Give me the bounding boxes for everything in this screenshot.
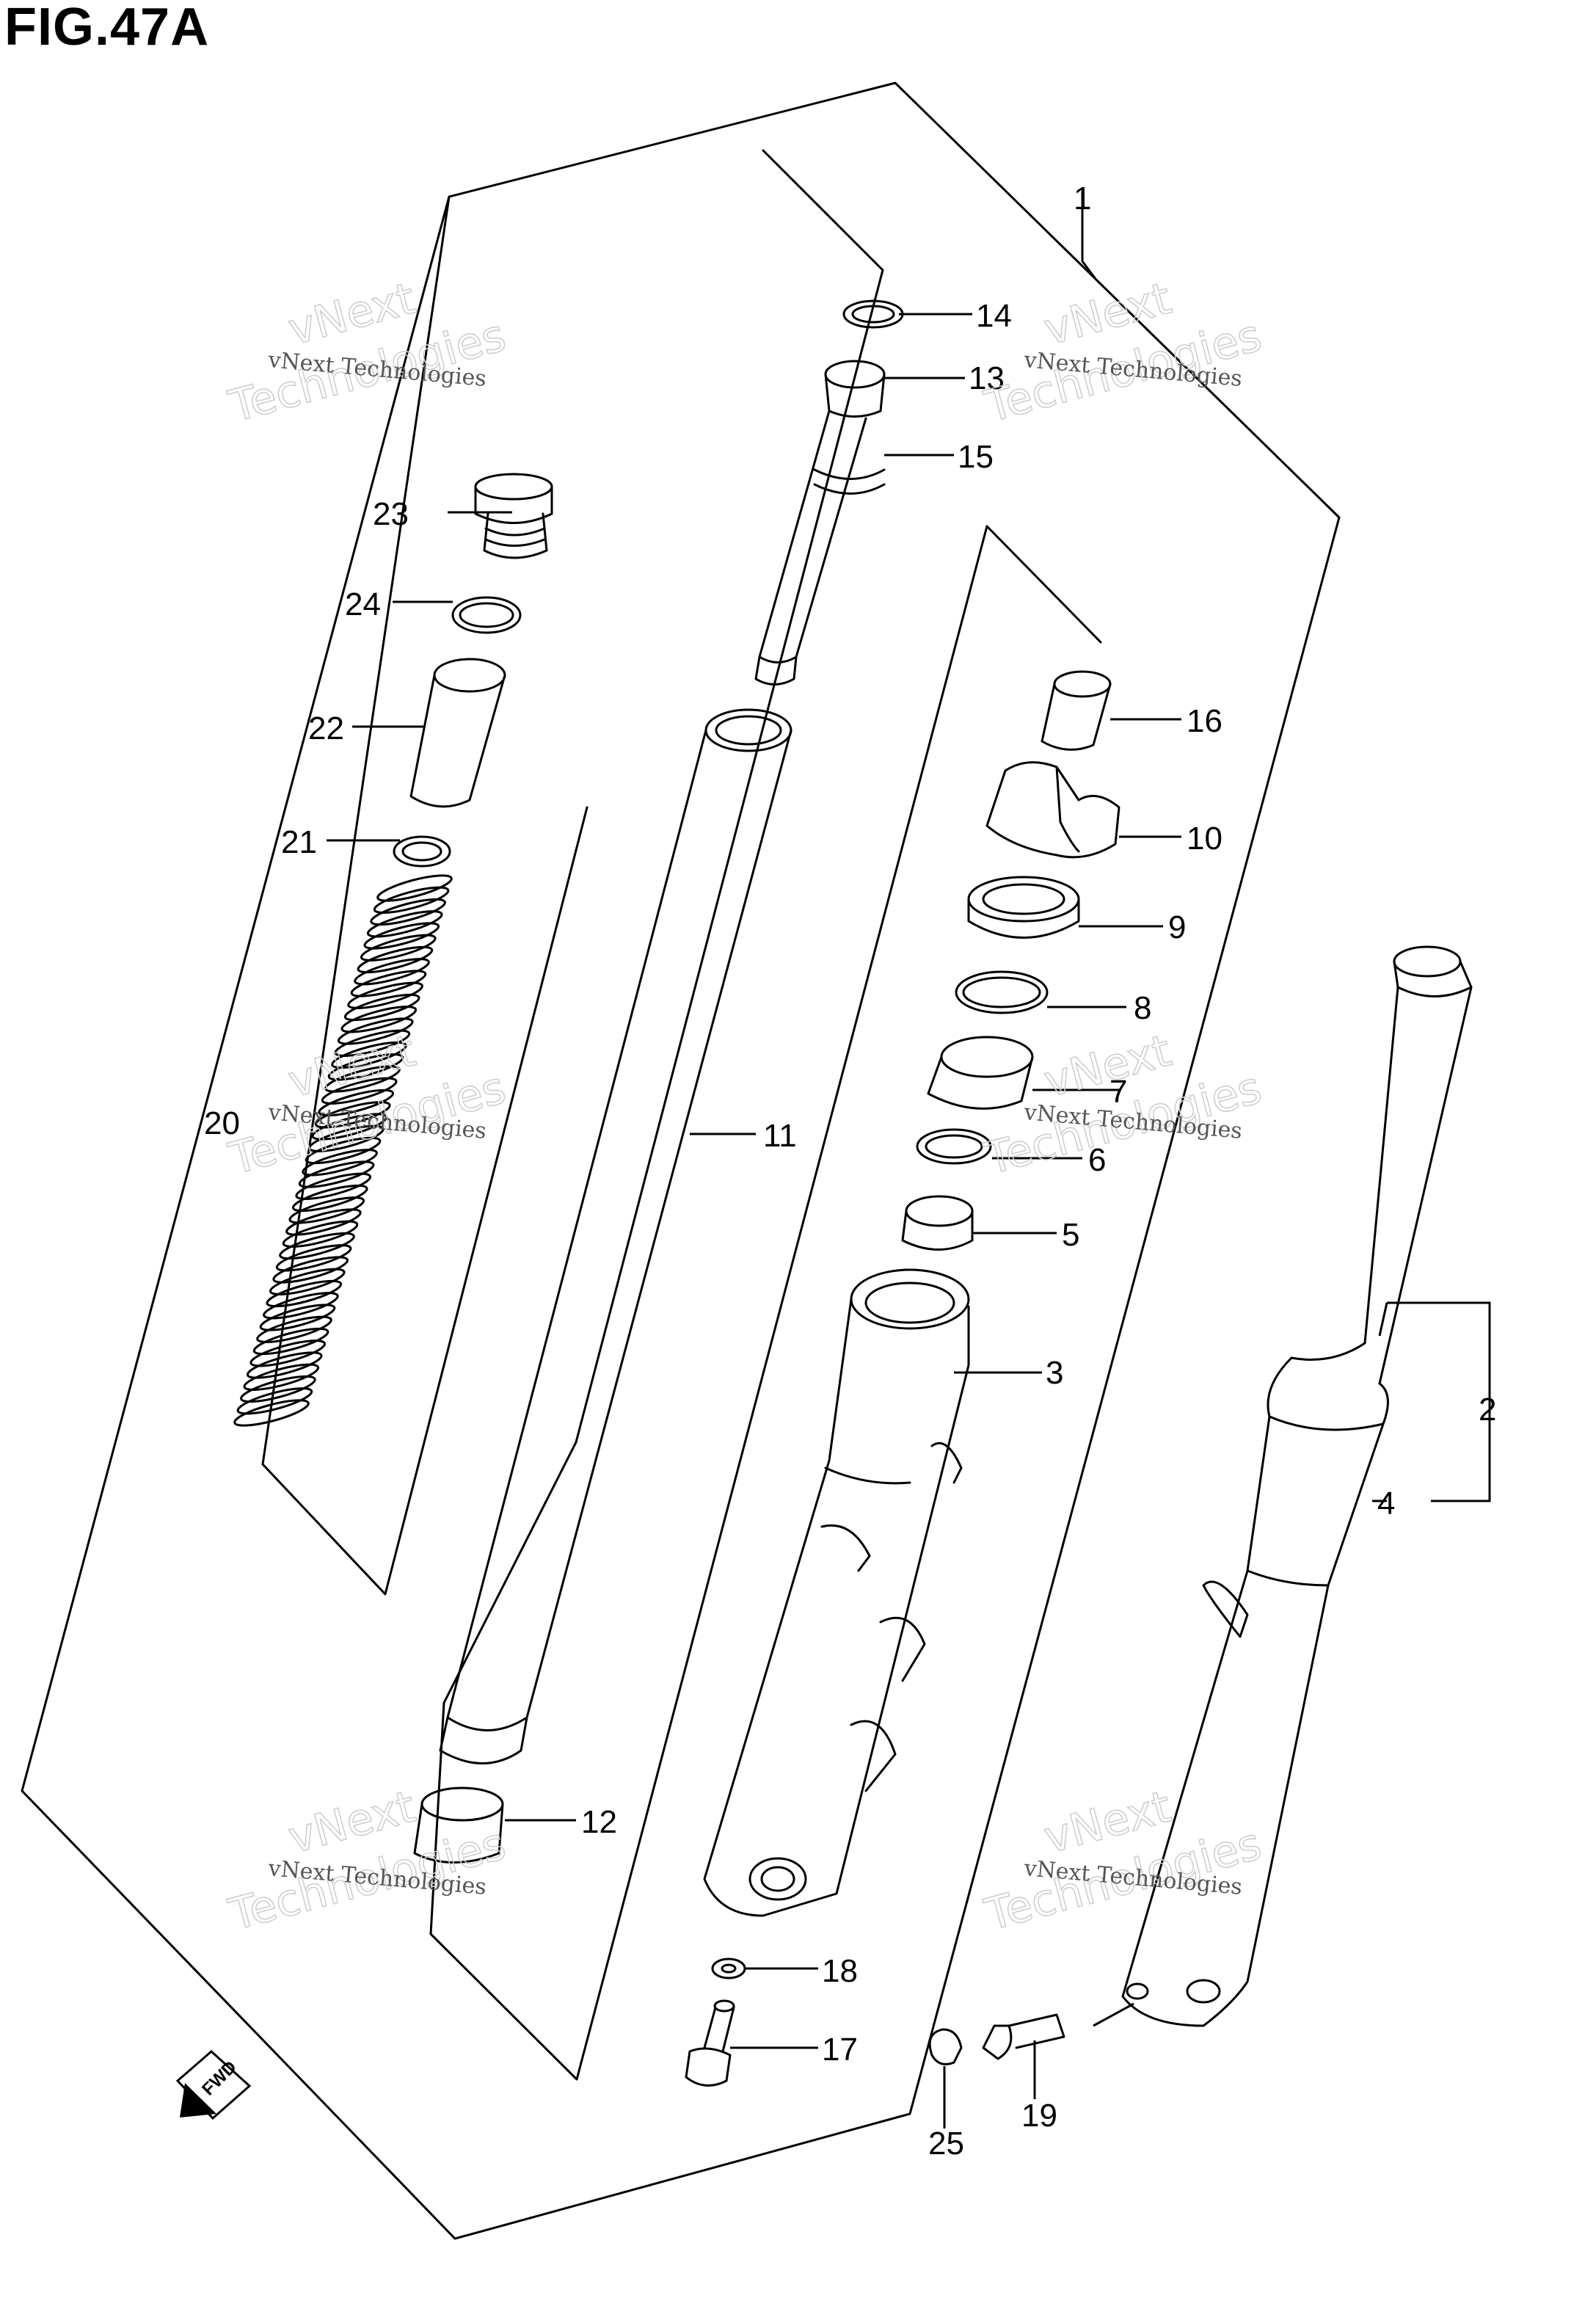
spring-coil: [259, 1304, 336, 1331]
callout-3: 3: [1046, 1355, 1063, 1391]
slide-bushing: [413, 1786, 504, 1864]
spring-coil: [321, 1077, 398, 1105]
callout-10: 10: [1187, 821, 1222, 857]
spring-coil: [370, 898, 446, 926]
spring-coil: [331, 1041, 407, 1069]
damper-rod: [754, 360, 886, 686]
spring-coil: [340, 1006, 418, 1033]
spring-coil: [366, 910, 443, 938]
callout-25: 25: [928, 2126, 964, 2162]
figure-title: FIG.47A: [4, 0, 210, 57]
seal-washer: [916, 1128, 992, 1165]
spring-coil: [240, 1375, 316, 1403]
spring-coil: [272, 1256, 349, 1284]
inner-tube: [439, 708, 792, 1764]
spring-coil: [354, 958, 430, 986]
spring-coil: [295, 1172, 372, 1200]
spring-washer: [393, 835, 451, 868]
gasket: [711, 1957, 746, 1980]
spring-coil: [285, 1208, 362, 1236]
spring-coil: [357, 945, 434, 974]
callout-13: 13: [969, 360, 1005, 396]
fwd-arrow: FWD: [175, 2049, 252, 2120]
spring-coil: [318, 1088, 395, 1117]
callout-24: 24: [345, 586, 381, 622]
o-ring: [451, 596, 522, 634]
spring-coil: [373, 886, 450, 914]
assembly-boundary: [21, 81, 1341, 2240]
outer-tube-left: [703, 1268, 970, 1917]
callout-11: 11: [763, 1118, 797, 1154]
dust-seal: [985, 761, 1121, 859]
spring-coil: [302, 1149, 378, 1177]
spring-coil: [291, 1184, 368, 1213]
spring-coil: [305, 1136, 382, 1165]
callout-labels: 1 2 3 4 5 6 7 8 9 10 11 12 13 14 15 16 1…: [204, 181, 1496, 2162]
callout-18: 18: [822, 1953, 858, 1989]
spring-group-boundary: [261, 195, 589, 1596]
leader-lines: [327, 191, 1491, 2129]
spacer-tube: [409, 658, 506, 808]
spring-coil: [298, 1160, 375, 1188]
spring-coil: [376, 874, 453, 902]
fork-spring: [233, 874, 453, 1427]
callout-7: 7: [1109, 1074, 1127, 1110]
seal-spacer: [927, 1036, 1034, 1110]
guide-bushing: [901, 1195, 974, 1251]
damper-group-boundary: [429, 149, 1102, 2081]
callout-5: 5: [1062, 1217, 1079, 1253]
callout-16: 16: [1187, 703, 1222, 739]
callout-12: 12: [581, 1804, 617, 1840]
callout-6: 6: [1088, 1142, 1106, 1178]
callout-8: 8: [1134, 990, 1151, 1026]
spring-coil: [256, 1315, 332, 1343]
spring-coil: [324, 1065, 401, 1093]
spring-coil: [246, 1351, 323, 1379]
spring-coil: [249, 1339, 327, 1367]
spring-coil: [233, 1399, 310, 1427]
spring-coil: [337, 1017, 414, 1045]
spring-coil: [252, 1327, 329, 1356]
spring-coil: [314, 1101, 391, 1129]
callout-17: 17: [822, 2032, 858, 2068]
callout-19: 19: [1021, 2098, 1057, 2134]
drain-bolt: [982, 2013, 1065, 2060]
callout-9: 9: [1168, 909, 1186, 945]
spring-coil: [266, 1279, 343, 1308]
seal-stopper-ring: [955, 970, 1049, 1014]
spring-coil: [343, 993, 420, 1022]
spring-coil: [308, 1124, 385, 1152]
spring-coil: [275, 1244, 352, 1272]
callout-23: 23: [373, 496, 409, 532]
damper-rod-bolt: [685, 1999, 735, 2087]
spring-coil: [350, 970, 427, 997]
spring-coil: [263, 1292, 339, 1320]
spring-coil: [279, 1232, 355, 1260]
spring-coil: [243, 1363, 320, 1391]
spring-coil: [363, 922, 440, 950]
callout-22: 22: [308, 710, 344, 746]
spring-coil: [282, 1220, 359, 1248]
top-bushing: [1041, 670, 1112, 751]
spring-coil: [269, 1268, 346, 1295]
callout-2: 2: [1479, 1392, 1496, 1428]
oil-seal: [967, 876, 1080, 939]
spring-coil: [327, 1053, 404, 1081]
drain-cap: [928, 2028, 963, 2065]
spring-coil: [311, 1113, 388, 1141]
spring-coil: [360, 934, 437, 961]
callout-21: 21: [281, 824, 317, 860]
spring-coil: [236, 1387, 313, 1415]
callout-14: 14: [976, 298, 1012, 334]
callout-1: 1: [1074, 181, 1091, 217]
callout-15: 15: [958, 439, 994, 475]
spring-coil: [347, 981, 423, 1009]
spring-coil: [288, 1196, 365, 1224]
callout-20: 20: [204, 1105, 240, 1141]
spring-coil: [334, 1029, 411, 1057]
fork-cap-bolt: [474, 473, 553, 559]
callout-4: 4: [1377, 1486, 1395, 1522]
